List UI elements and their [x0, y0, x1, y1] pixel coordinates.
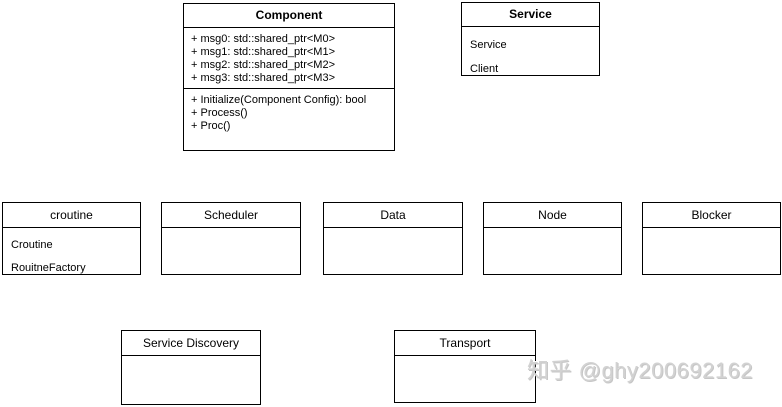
class-title: Data — [324, 203, 462, 228]
member-row: Croutine — [11, 239, 53, 251]
class-scheduler: Scheduler — [161, 202, 301, 275]
class-service: Service Service Client — [461, 2, 600, 76]
class-node: Node — [483, 202, 622, 275]
attribute-row: + msg3: std::shared_ptr<M3> — [191, 72, 335, 84]
members-compartment: Service Client — [462, 27, 599, 87]
member-row: Service — [470, 39, 507, 51]
method-row: + Proc() — [191, 120, 231, 132]
class-transport: Transport — [394, 330, 536, 403]
methods-compartment: + Initialize(Component Config): bool + P… — [184, 89, 394, 150]
class-title: Scheduler — [162, 203, 300, 228]
class-title: Node — [484, 203, 621, 228]
class-croutine: croutine Croutine RouitneFactory — [2, 202, 141, 275]
members-compartment — [162, 228, 300, 274]
class-title: Service Discovery — [122, 331, 260, 356]
class-data: Data — [323, 202, 463, 275]
class-title: Component — [184, 4, 394, 28]
attribute-row: + msg2: std::shared_ptr<M2> — [191, 59, 335, 71]
class-title: croutine — [3, 203, 140, 228]
attributes-compartment: + msg0: std::shared_ptr<M0> + msg1: std:… — [184, 28, 394, 89]
members-compartment — [324, 228, 462, 274]
members-compartment — [484, 228, 621, 274]
members-compartment — [122, 356, 260, 404]
class-title: Transport — [395, 331, 535, 356]
members-compartment — [395, 356, 535, 402]
class-component: Component + msg0: std::shared_ptr<M0> + … — [183, 3, 395, 151]
attribute-row: + msg1: std::shared_ptr<M1> — [191, 46, 335, 58]
class-title: Blocker — [643, 203, 780, 228]
class-service-discovery: Service Discovery — [121, 330, 261, 405]
members-compartment: Croutine RouitneFactory — [3, 228, 140, 286]
watermark: 知乎 @ghy200692162 — [527, 358, 754, 383]
members-compartment — [643, 228, 780, 274]
method-row: + Initialize(Component Config): bool — [191, 94, 367, 106]
method-row: + Process() — [191, 107, 248, 119]
class-title: Service — [462, 3, 599, 27]
class-blocker: Blocker — [642, 202, 781, 275]
member-row: Client — [470, 63, 499, 75]
member-row: RouitneFactory — [11, 262, 86, 274]
attribute-row: + msg0: std::shared_ptr<M0> — [191, 33, 335, 45]
